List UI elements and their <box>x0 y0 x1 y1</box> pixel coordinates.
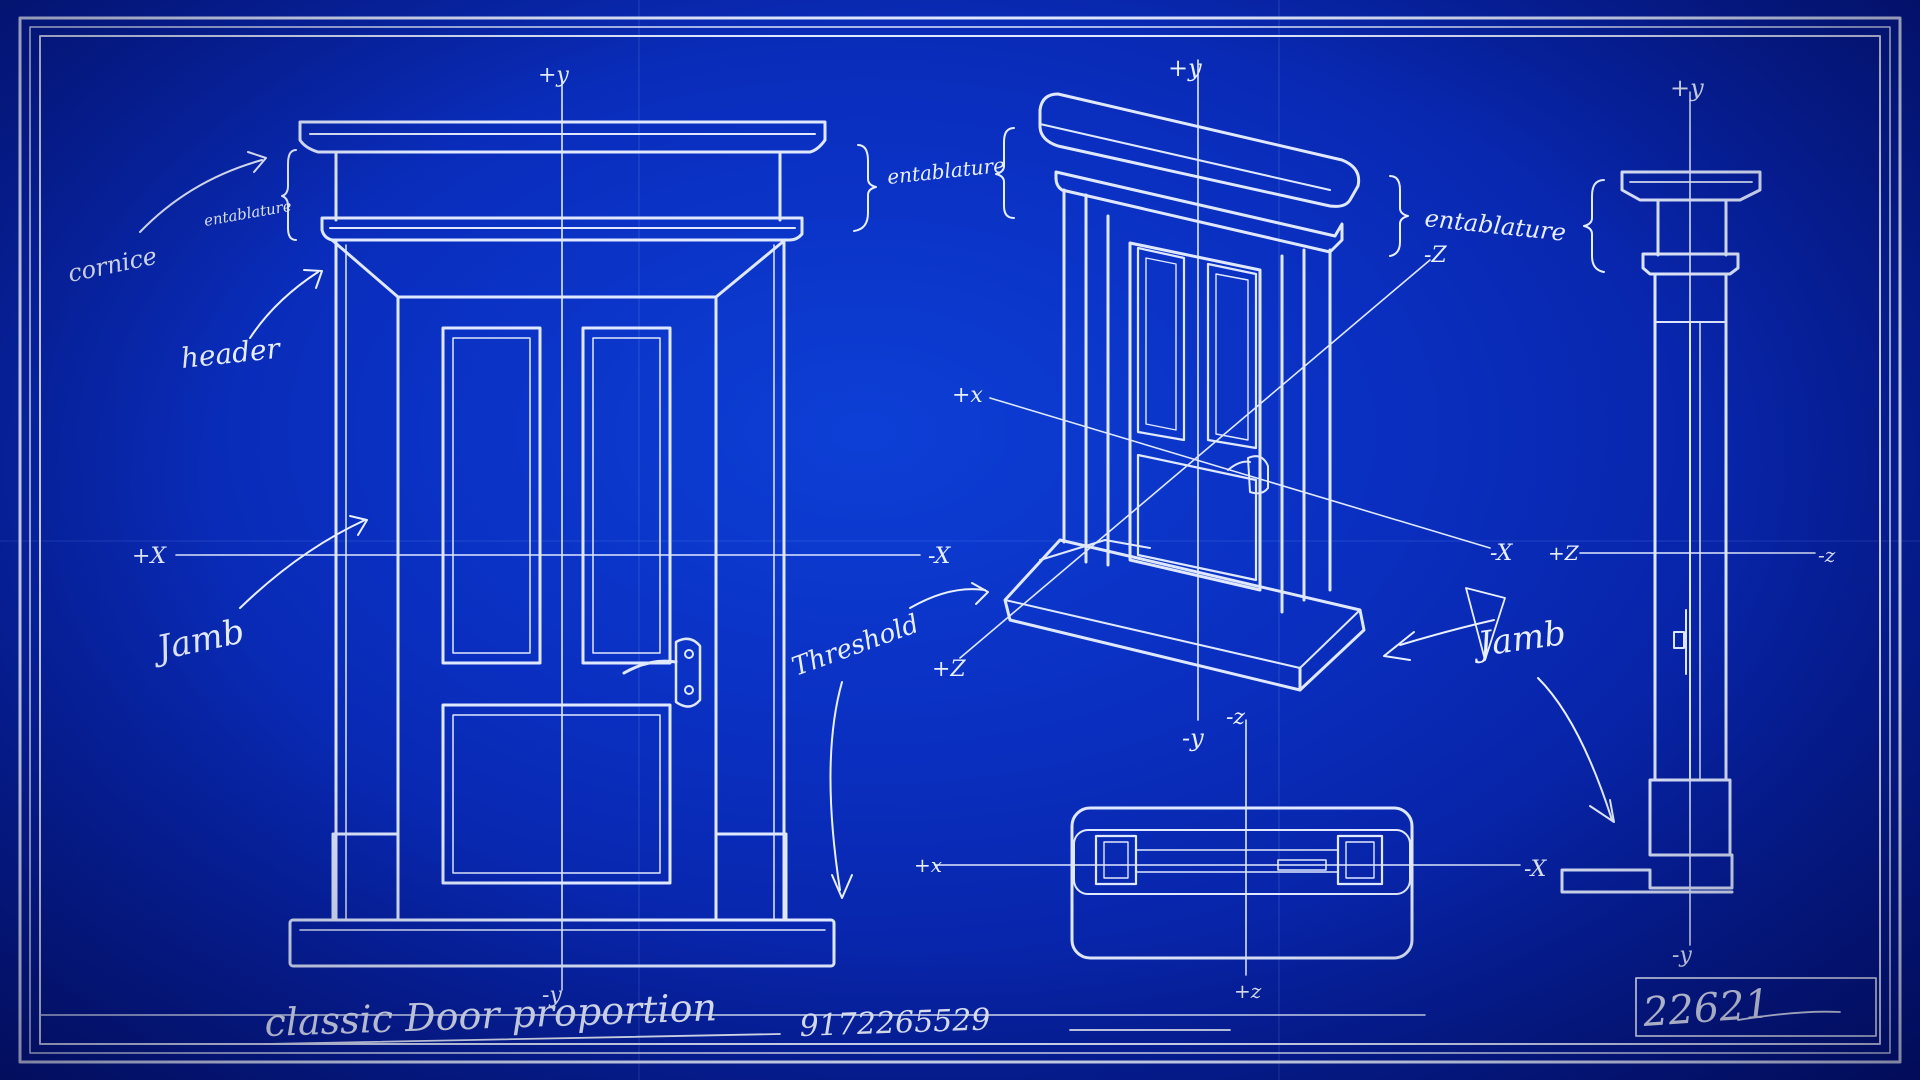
side-annotation-brace <box>1583 179 1605 273</box>
side-minus-y-label: -y <box>1672 943 1692 968</box>
paper-fold-line <box>1278 0 1280 1080</box>
threshold-label: Threshold <box>788 609 923 683</box>
annotation-leaders <box>139 144 989 899</box>
side-minus-z-label: -z <box>1818 543 1836 567</box>
iso-annotation-leaders <box>995 127 1615 823</box>
side-plus-z-label: +Z <box>1548 541 1580 565</box>
sheet-border <box>18 16 1902 1064</box>
isometric-view <box>1003 92 1366 692</box>
title-block <box>1635 977 1877 1037</box>
paper-fold-line <box>0 540 1920 542</box>
entablature-iso-label: entablature <box>1423 204 1567 247</box>
title-underline <box>264 1029 1231 1045</box>
iso-plus-x-label: +x <box>952 383 983 408</box>
plan-minus-z-label: -z <box>1226 705 1245 730</box>
side-axes <box>1579 91 1816 946</box>
side-elevation-view <box>1560 170 1762 894</box>
jamb-side-label: Jamb <box>1470 613 1569 666</box>
drawing-number: 9172265529 <box>799 1002 991 1044</box>
side-plus-y-label: +y <box>1670 74 1704 102</box>
iso-minus-y-label: -y <box>1182 724 1204 752</box>
sheet-number: 22621 <box>1640 981 1771 1036</box>
plan-axes <box>934 719 1521 976</box>
front-plus-x-label: +X <box>132 544 167 569</box>
header-label: header <box>179 332 283 375</box>
plan-view <box>1070 806 1414 960</box>
entablature-small-label: entablature <box>203 197 293 230</box>
paper-fold-line <box>638 0 640 1080</box>
cornice-label: cornice <box>65 242 159 288</box>
plan-plus-z-label: +z <box>1234 979 1262 1003</box>
front-plus-y-label: +y <box>538 63 569 88</box>
front-axes <box>175 79 921 991</box>
iso-plus-z-label: +Z <box>932 657 966 682</box>
iso-plus-y-label: +y <box>1168 54 1202 82</box>
isometric-axes <box>959 59 1491 721</box>
plan-minus-x-label: -X <box>1524 857 1548 882</box>
front-minus-x-label: -X <box>928 544 952 569</box>
entablature-front-label: entablature <box>886 153 1006 189</box>
iso-minus-x-label: -X <box>1490 541 1514 566</box>
front-minus-y-label: -y <box>542 983 562 1008</box>
jamb-label: Jamb <box>148 611 248 670</box>
iso-minus-z-label: -Z <box>1424 243 1447 268</box>
plan-plus-x-label: +x <box>914 853 942 877</box>
